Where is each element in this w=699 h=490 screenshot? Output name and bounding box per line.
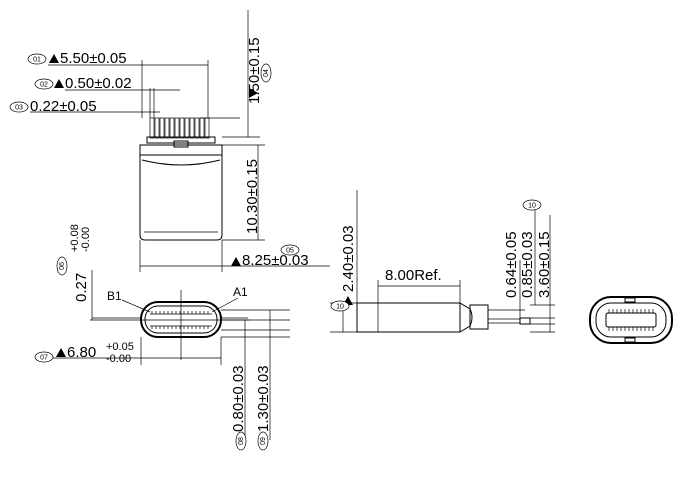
callout-10-side: 10	[330, 300, 350, 312]
dim-2-40-text: 2.40±0.03	[340, 225, 357, 292]
face-view-right	[589, 296, 673, 344]
svg-text:04: 04	[263, 69, 270, 77]
dim-09-text: 1.30±0.03	[255, 365, 272, 432]
callout-09: 09	[257, 431, 269, 451]
callout-05: 05	[280, 244, 300, 256]
callout-04: 04	[260, 63, 272, 83]
dim-05-text: 8.25±0.03	[242, 252, 309, 269]
svg-text:10: 10	[336, 304, 344, 311]
dim-06-text: 0.27	[73, 273, 90, 302]
dim-07-text: 6.80	[67, 344, 96, 361]
dim-03-text: 0.22±0.05	[30, 98, 97, 115]
callout-08: 08	[235, 431, 247, 451]
svg-text:06: 06	[59, 262, 66, 270]
callout-10: 10	[522, 199, 542, 211]
top-view	[30, 10, 330, 272]
dim-3-60-text: 3.60±0.15	[536, 231, 553, 298]
face-view-left	[50, 270, 290, 440]
callout-03: 03	[9, 101, 29, 113]
dim-04-text: 1.50±0.15	[246, 37, 263, 104]
connector-body	[139, 144, 223, 241]
dim-08-text: 0.80±0.03	[230, 365, 247, 432]
dim-06-tol-minus: -0.00	[80, 227, 92, 252]
side-view	[330, 190, 555, 333]
svg-text:08: 08	[238, 437, 245, 445]
dim-02-text: 0.50±0.02	[65, 75, 132, 92]
dim-10-30-text: 10.30±0.15	[244, 159, 261, 234]
svg-text:03: 03	[15, 105, 23, 112]
dim-10-text: 0.64±0.05	[503, 231, 520, 298]
dim-07-tol-plus: +0.05	[106, 341, 134, 353]
svg-text:10: 10	[528, 203, 536, 210]
callout-06: 06	[56, 256, 68, 276]
dim-06-tol-plus: +0.08	[69, 224, 81, 252]
pin-label-b1: B1	[107, 289, 122, 303]
svg-text:01: 01	[33, 57, 41, 64]
dim-07-tol-minus: -0.00	[106, 353, 131, 365]
dim-01-text: 5.50±0.05	[60, 50, 127, 67]
svg-text:07: 07	[40, 355, 48, 362]
callout-07: 07	[34, 351, 54, 363]
pin-label-a1: A1	[233, 285, 248, 299]
pin-array	[149, 117, 210, 139]
svg-text:02: 02	[40, 82, 48, 89]
dim-8-00-text: 8.00Ref.	[385, 267, 442, 284]
dim-0-85-text: 0.85±0.03	[519, 231, 536, 298]
svg-text:09: 09	[260, 437, 267, 445]
callout-01: 01	[27, 53, 47, 65]
svg-text:05: 05	[286, 248, 294, 255]
callout-02: 02	[34, 78, 54, 90]
